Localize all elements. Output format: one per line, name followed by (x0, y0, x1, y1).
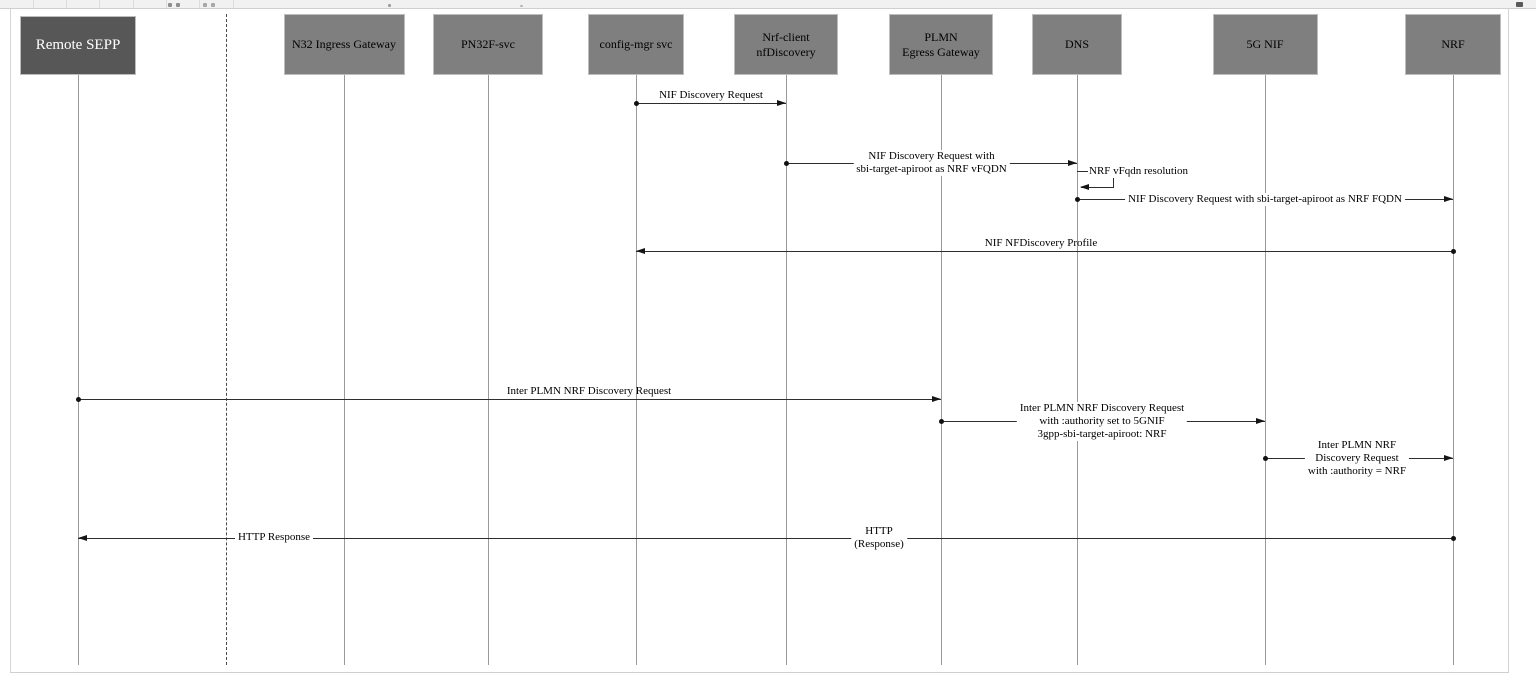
lifeline-unnamed-dashed (226, 14, 227, 665)
message-source-dot (1451, 249, 1456, 254)
message-label: NIF Discovery Request (659, 89, 763, 101)
lifeline-5g-nif (1265, 75, 1266, 665)
toolbar-button-cutoff[interactable] (66, 0, 100, 8)
message-label: HTTP(Response) (851, 525, 907, 551)
message-source-dot (1451, 536, 1456, 541)
participant-label: PN32F-svc (460, 37, 515, 51)
message-arrowhead-icon (1068, 160, 1077, 166)
message-line-0 (636, 103, 786, 104)
message-line-8 (78, 538, 1453, 539)
top-toolbar-cutoff[interactable] (0, 0, 1536, 9)
participant-label: DNS (1064, 37, 1089, 51)
message-source-dot (1075, 197, 1080, 202)
message-label: NIF NFDiscovery Profile (984, 237, 1098, 249)
toolbar-glyph-cutoff (203, 3, 207, 7)
lifeline-nrf-client-nfdiscovery (786, 75, 787, 665)
self-message-return-line (1081, 187, 1114, 188)
toolbar-glyph-cutoff (176, 3, 180, 7)
toolbar-button-cutoff[interactable] (33, 0, 67, 8)
message-arrowhead-icon (1444, 455, 1453, 461)
toolbar-glyph-cutoff (211, 3, 215, 7)
toolbar-glyph-cutoff (388, 4, 391, 7)
message-label: Inter PLMN NRF Discovery Request (506, 385, 672, 397)
toolbar-button-cutoff[interactable] (0, 0, 34, 8)
self-message-vline (1113, 178, 1114, 187)
message-arrowhead-icon (777, 100, 786, 106)
message-source-dot (634, 101, 639, 106)
message-line-5 (78, 399, 941, 400)
message-arrowhead-icon (1256, 418, 1265, 424)
toolbar-glyph-cutoff (1516, 2, 1523, 7)
lifeline-plmn-egress-gateway (941, 75, 942, 665)
self-message-arrowhead-icon (1080, 184, 1089, 190)
message-arrowhead-icon (1444, 196, 1453, 202)
toolbar-button-cutoff[interactable] (166, 0, 200, 8)
message-arrowhead-icon (78, 535, 87, 541)
lifeline-dns (1077, 75, 1078, 665)
message-label: HTTP Response (234, 531, 314, 544)
lifeline-nrf (1453, 75, 1454, 665)
lifeline-config-mgr-svc (636, 75, 637, 665)
message-source-dot (76, 397, 81, 402)
participant-label: NRF (1441, 37, 1465, 51)
participant-box-n32-ingress-gateway: N32 Ingress Gateway (283, 14, 405, 75)
toolbar-button-cutoff[interactable] (200, 0, 234, 8)
participant-label: N32 Ingress Gateway (292, 37, 396, 51)
participant-box-nrf: NRF (1405, 14, 1501, 75)
message-label: NRF vFqdn resolution (1089, 165, 1189, 177)
message-source-dot (784, 161, 789, 166)
message-line-4 (636, 251, 1453, 252)
participant-box-5g-nif: 5G NIF (1212, 14, 1318, 75)
participant-label: config-mgr svc (599, 37, 673, 51)
message-source-dot (939, 419, 944, 424)
participant-box-dns: DNS (1032, 14, 1122, 75)
sequence-diagram-canvas: Remote SEPP N32 Ingress Gateway PN32F-svc c… (10, 9, 1509, 673)
toolbar-button-cutoff[interactable] (133, 0, 167, 8)
participant-label: 5G NIF (1246, 37, 1284, 51)
message-source-dot (1263, 456, 1268, 461)
participant-box-pn32f-svc: PN32F-svc (433, 14, 543, 75)
message-label: NIF Discovery Request with sbi-target-ap… (1125, 192, 1405, 206)
participant-box-config-mgr-svc: config-mgr svc (588, 14, 684, 75)
lifeline-pn32f-svc (488, 75, 489, 665)
message-arrowhead-icon (932, 396, 941, 402)
lifeline-n32-ingress-gateway (344, 75, 345, 665)
self-message-tick (1077, 171, 1088, 172)
toolbar-glyph-cutoff (168, 3, 172, 7)
message-arrowhead-icon (636, 248, 645, 254)
toolbar-button-cutoff[interactable] (100, 0, 134, 8)
toolbar-glyph-cutoff (520, 5, 523, 7)
participant-label: Remote SEPP (35, 37, 121, 53)
lifeline-remote-sepp (78, 75, 79, 665)
participant-box-remote-sepp: Remote SEPP (20, 16, 136, 75)
